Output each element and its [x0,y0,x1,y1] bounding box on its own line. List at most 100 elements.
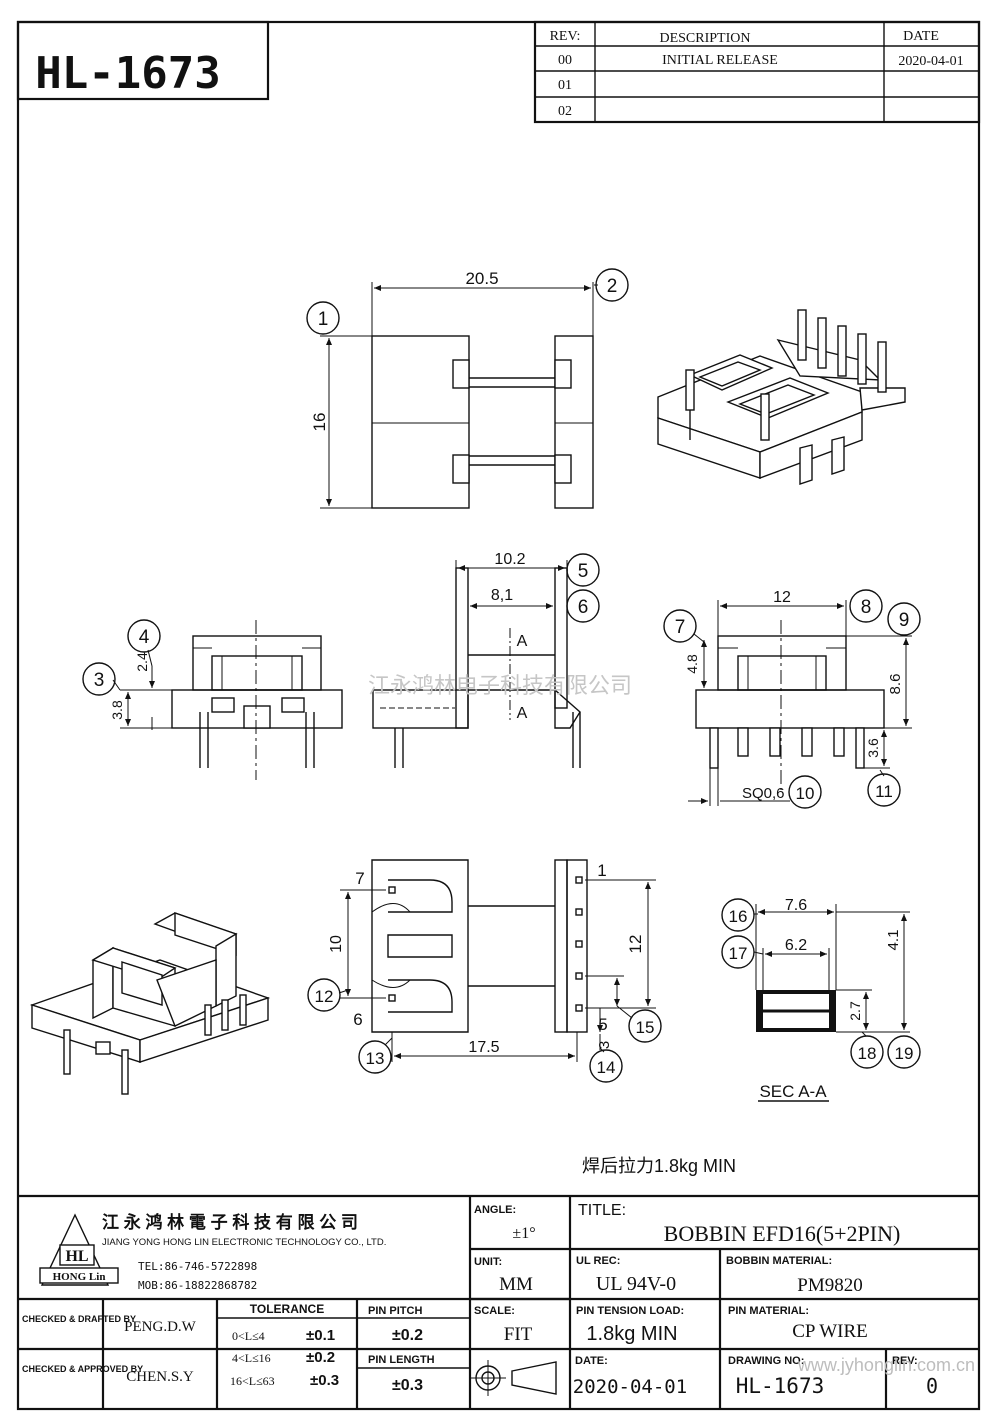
dim-bottom-length: 17.5 [468,1039,499,1056]
pin-material-label: PIN MATERIAL: [728,1305,809,1317]
angle-value: ±1° [512,1225,535,1242]
drawing-no-label: DRAWING NO: [728,1355,804,1367]
svg-text:13: 13 [366,1049,385,1068]
tolerance-label: TOLERANCE [250,1302,324,1316]
dim-bottom-pitch: 10 [328,935,345,953]
pin-label-1: 1 [597,861,606,880]
rev-row-2: 02 [558,104,572,119]
svg-text:6: 6 [578,597,589,618]
tolerance-value-2: ±0.3 [310,1372,339,1389]
tolerance-range-2: 16<L≤63 [230,1374,275,1388]
svg-text:2: 2 [607,276,618,297]
svg-text:1: 1 [318,309,329,330]
dim-top-width: 20.5 [465,269,498,288]
company-mob: MOB:86-18822868782 [138,1279,257,1292]
svg-text:9: 9 [899,610,910,631]
section-mark-top: A [517,633,528,650]
date-label: DATE: [575,1355,608,1367]
title-block: HL HONG Lin 江 永 鸿 林 電 子 科 技 有 限 公 司 JIAN… [18,1194,979,1409]
tolerance-value-1: ±0.2 [306,1349,335,1366]
section-a-a: 7.6 6.2 4.1 2.7 SEC A-A [755,897,910,1102]
svg-text:16: 16 [729,907,748,926]
checked-drafted-label: CHECKED & DRAFTED BY [22,1314,136,1324]
pin-tension-label: PIN TENSION LOAD: [576,1305,684,1317]
balloon-2: 2 [594,268,629,302]
balloon-11: 11 [867,769,901,807]
checked-drafted-value: PENG.D.W [124,1319,197,1335]
company-tel: TEL:86-746-5722898 [138,1260,257,1273]
dim-end-h1: 4.8 [684,654,700,674]
angle-label: ANGLE: [474,1204,516,1216]
balloon-1: 1 [306,301,340,335]
dim-bottom-5: 5 [598,1015,607,1034]
isometric-view-left [29,912,271,1095]
rev-row-1: 01 [558,78,572,93]
bobbin-material-label: BOBBIN MATERIAL: [726,1255,832,1267]
svg-text:17: 17 [729,944,748,963]
dim-bottom-3: 3 [596,1041,613,1049]
balloon-16: 16 [721,898,758,932]
balloon-4: 4 [127,619,161,667]
svg-text:HONG Lin: HONG Lin [53,1271,106,1283]
balloon-19: 19 [887,1035,921,1069]
description-header: DESCRIPTION [659,31,750,46]
dim-section-h2: 2.7 [847,1001,863,1021]
dim-front-2: 2.4 [134,652,150,672]
svg-text:3: 3 [94,670,105,691]
dim-section-w1: 7.6 [785,897,807,914]
rev-value: 0 [926,1374,938,1398]
isometric-view-right [657,309,906,485]
end-view: 12 4.8 8.6 3.6 SQ0,6 [684,589,912,806]
svg-text:14: 14 [597,1058,616,1077]
tolerance-range-0: 0<L≤4 [232,1329,265,1343]
top-view: 20.5 16 [310,269,594,509]
rev-row-0: 00 [558,53,572,68]
pin-pitch-value: ±0.2 [392,1327,423,1344]
solder-pull-note: 焊后拉力1.8kg MIN [582,1156,736,1176]
section-title: SEC A-A [759,1082,827,1101]
balloon-15: 15 [616,1005,662,1043]
svg-text:5: 5 [578,561,589,582]
rev-description-0: INITIAL RELEASE [662,53,778,68]
front-view: 3.8 2.4 [109,620,343,780]
svg-text:8: 8 [861,597,872,618]
pin-label-6: 6 [353,1010,362,1029]
ul-label: UL REC: [576,1255,620,1267]
balloon-5: 5 [566,553,600,587]
balloon-17: 17 [721,935,764,969]
dim-end-h3: 3.6 [865,738,881,758]
svg-text:11: 11 [875,782,893,801]
date-value: 2020-04-01 [573,1376,687,1398]
dim-front-1: 3.8 [109,700,125,720]
pin-length-value: ±0.3 [392,1377,423,1394]
balloons: 1 2 3 4 5 6 7 8 9 10 11 12 13 14 15 16 1… [82,268,921,1083]
svg-text:12: 12 [315,987,334,1006]
svg-text:19: 19 [895,1044,914,1063]
dim-end-width: 12 [773,589,791,606]
date-header: DATE [903,29,939,44]
svg-text:4: 4 [139,627,150,648]
dim-bottom-span: 12 [626,935,645,954]
drawing-no-value: HL-1673 [736,1374,825,1398]
checked-approved-value: CHEN.S.Y [126,1369,194,1385]
balloon-14: 14 [589,1047,623,1083]
svg-text:18: 18 [858,1044,877,1063]
dim-top-height: 16 [310,413,329,432]
unit-value: MM [499,1274,533,1295]
title-label: TITLE: [578,1202,626,1219]
dim-section-w2: 6.2 [785,937,807,954]
title-value: BOBBIN EFD16(5+2PIN) [664,1221,901,1246]
bottom-view: 10 12 17.5 5 3 1 7 6 [328,859,656,1062]
checked-approved-label: CHECKED & APPROVED BY [22,1364,143,1374]
svg-text:15: 15 [636,1018,655,1037]
ul-value: UL 94V-0 [596,1273,676,1295]
balloon-9: 9 [887,602,921,636]
dim-end-h2: 8.6 [887,674,904,695]
rev-date-0: 2020-04-01 [898,54,963,69]
company-name-cn: 江 永 鸿 林 電 子 科 技 有 限 公 司 [102,1212,358,1232]
tolerance-range-1: 4<L≤16 [232,1351,271,1365]
pin-length-label: PIN LENGTH [368,1354,435,1366]
scale-value: FIT [504,1324,533,1345]
scale-label: SCALE: [474,1305,515,1317]
